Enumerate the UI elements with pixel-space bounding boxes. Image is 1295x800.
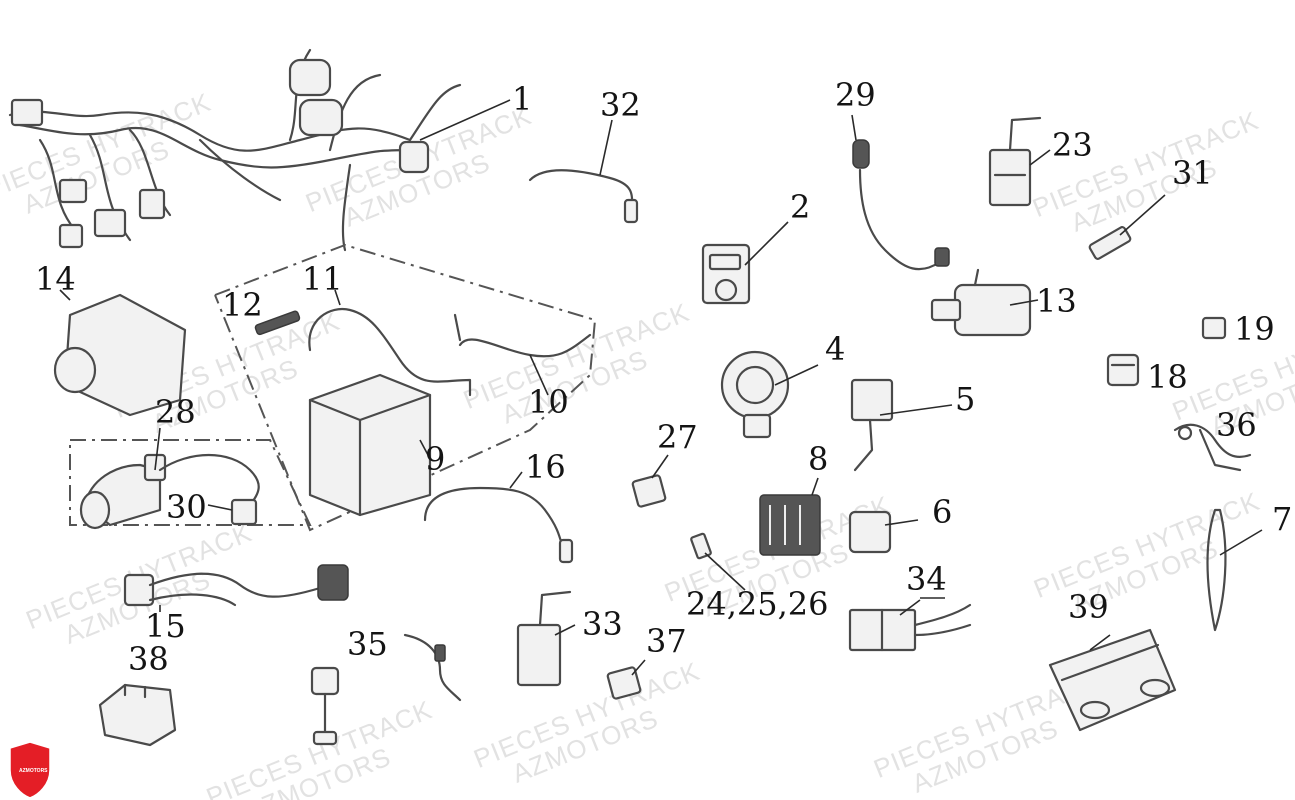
part-24-25-26-fuses [690, 532, 746, 591]
part-32-cable [528, 119, 639, 224]
callout-31: 31 [1172, 154, 1213, 192]
part-15-harness [123, 564, 349, 612]
callout-28: 28 [155, 393, 196, 431]
callout-labels: 1 32 29 23 31 2 14 11 12 13 19 4 18 5 10… [35, 76, 1292, 678]
callout-1: 1 [512, 80, 532, 118]
callout-39: 39 [1068, 588, 1109, 626]
part-38-relay [98, 683, 177, 747]
part-12-fuse-holder [254, 310, 301, 336]
part-36-bracket [1173, 423, 1252, 472]
callout-30: 30 [166, 488, 207, 526]
part-5-regulator [850, 378, 953, 472]
callout-2: 2 [790, 188, 810, 226]
callout-16: 16 [525, 448, 566, 486]
part-9-battery [308, 373, 432, 517]
callout-19: 19 [1234, 310, 1275, 348]
callout-10: 10 [528, 383, 569, 421]
battery-group-outline [69, 243, 597, 532]
callout-33: 33 [582, 605, 623, 643]
part-23-relay [988, 116, 1051, 207]
callout-7: 7 [1272, 500, 1292, 538]
logo-text: AZMOTORS [19, 768, 48, 774]
callout-36: 36 [1216, 406, 1257, 444]
part-31-connector [1088, 194, 1166, 260]
part-27-connector [631, 454, 669, 508]
part-7-strip [1206, 508, 1263, 632]
callout-14: 14 [35, 260, 76, 298]
callout-6: 6 [932, 493, 952, 531]
callout-18: 18 [1147, 358, 1188, 396]
callout-15: 15 [145, 607, 186, 645]
part-13-starter-relay [930, 268, 1039, 337]
callout-5: 5 [955, 380, 975, 418]
callout-23: 23 [1052, 126, 1093, 164]
part-35-sensor [310, 633, 462, 746]
part-19-fuse [1201, 316, 1227, 340]
callout-29: 29 [835, 76, 876, 114]
part-16-cable [423, 471, 574, 564]
logo-shield-icon [9, 741, 51, 799]
part-34-module [848, 597, 972, 652]
part-28-ignition-coil [79, 427, 260, 530]
part-33-relay [516, 590, 576, 687]
part-18-relay [1106, 353, 1140, 387]
callout-27: 27 [657, 418, 698, 456]
callout-8: 8 [808, 440, 828, 478]
callout-4: 4 [825, 330, 845, 368]
callout-24-25-26: 24,25,26 [686, 585, 829, 623]
part-6-relay [848, 510, 919, 554]
part-30-spark-cap [207, 504, 233, 511]
part-39-panel [1048, 628, 1177, 732]
part-8-rectifier [759, 477, 821, 556]
callout-38: 38 [128, 640, 169, 678]
part-4-horn [720, 350, 819, 439]
part-2-ignition-switch [701, 221, 789, 305]
callout-13: 13 [1036, 282, 1077, 320]
part-11-battery-cable [308, 289, 472, 397]
azmotors-logo: AZMOTORS [9, 741, 51, 799]
callout-34: 34 [906, 560, 947, 598]
part-14-cdi-unit [53, 289, 187, 417]
callout-9: 9 [425, 440, 445, 478]
part-10-cable [453, 313, 592, 396]
callout-32: 32 [600, 86, 641, 124]
callout-37: 37 [646, 622, 687, 660]
part-37-connector [606, 659, 646, 700]
part-29-sensor [851, 114, 950, 271]
part-1-wiring-harness [8, 48, 511, 252]
callout-11: 11 [302, 260, 343, 298]
callout-12: 12 [222, 286, 263, 324]
callout-35: 35 [347, 625, 388, 663]
